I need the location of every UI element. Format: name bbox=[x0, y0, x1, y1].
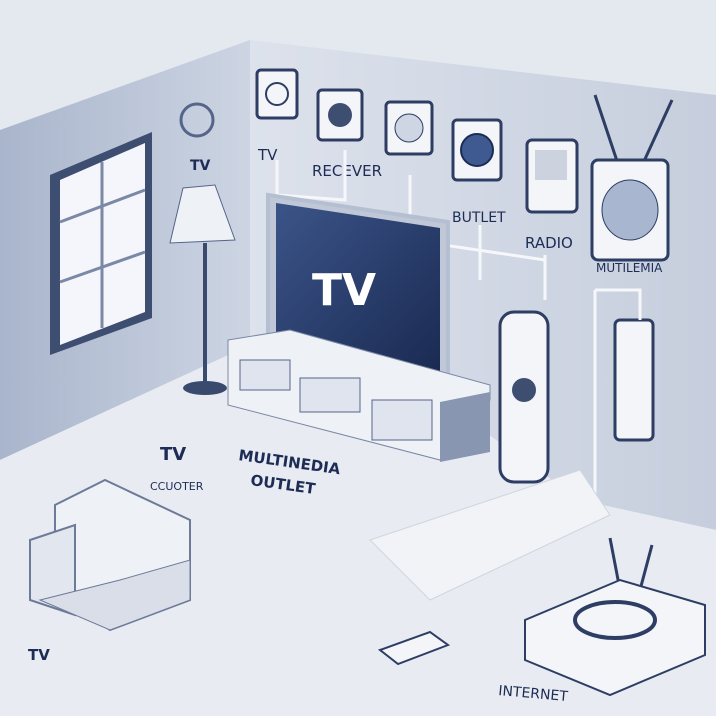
device-receiver bbox=[316, 88, 364, 142]
armchair bbox=[29, 478, 191, 632]
internet-router bbox=[524, 537, 706, 697]
receiver-label: RECEVER bbox=[312, 162, 382, 180]
floor-tv-label: TV bbox=[160, 444, 186, 465]
floor-platform bbox=[369, 469, 611, 601]
floor-lamp bbox=[169, 184, 236, 395]
radio-label: RADIO bbox=[525, 234, 573, 252]
corner-tv-label: TV bbox=[28, 646, 50, 664]
device-multimedia bbox=[590, 94, 674, 262]
multimedia-wall-label: MUTILEMIA bbox=[596, 261, 663, 275]
floor-sub-label: CCUOTER bbox=[150, 480, 204, 493]
phone-device bbox=[377, 630, 451, 666]
internet-label: INTERNET bbox=[498, 683, 569, 705]
device-tv-label: TV bbox=[257, 146, 278, 164]
tv-stand bbox=[227, 329, 491, 462]
wall-tv-label: TV bbox=[190, 158, 211, 174]
screen-tv-label: TV bbox=[312, 265, 376, 316]
device-outlet-speaker bbox=[384, 100, 434, 156]
device-tv-box bbox=[255, 68, 299, 120]
device-radio bbox=[525, 138, 579, 214]
wall-outlet-panel bbox=[593, 288, 655, 500]
wall-logo-icon bbox=[179, 102, 215, 138]
television bbox=[266, 192, 450, 383]
device-speaker bbox=[451, 118, 503, 182]
remote-control bbox=[498, 310, 550, 484]
outlet-label: BUTLET bbox=[452, 210, 506, 226]
window bbox=[50, 132, 152, 355]
